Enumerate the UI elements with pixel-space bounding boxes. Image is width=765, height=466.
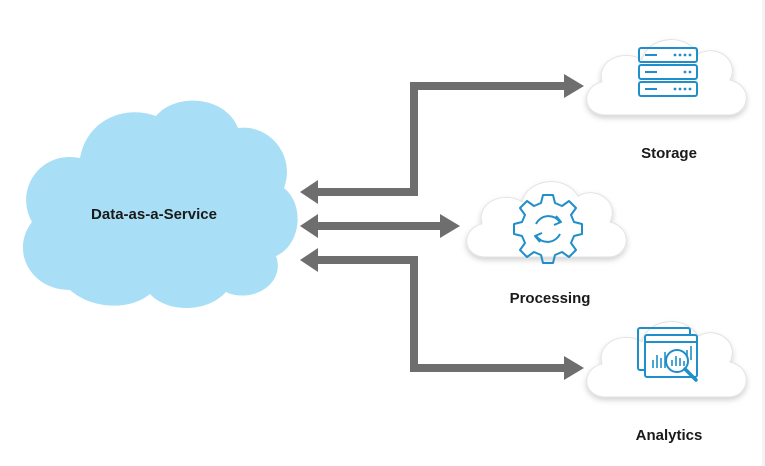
right-edge-strip	[762, 0, 765, 466]
analytics-label: Analytics	[636, 427, 703, 444]
arrowhead-analytics	[564, 356, 584, 380]
analytics-node: Analytics	[586, 321, 747, 444]
chart-magnifier-icon	[637, 327, 698, 382]
center-label: Data-as-a-Service	[91, 206, 217, 223]
arrowhead-storage	[564, 74, 584, 98]
storage-node: Storage	[586, 39, 747, 162]
gear-sync-icon	[513, 194, 583, 264]
arrow-to-analytics	[310, 256, 568, 372]
processing-label: Processing	[510, 290, 591, 307]
connector-arrows	[300, 74, 584, 380]
processing-node: Processing	[466, 181, 627, 307]
arrowhead-center-top	[300, 180, 318, 204]
arrowhead-center-bottom	[300, 248, 318, 272]
data-as-a-service-cloud: Data-as-a-Service	[22, 100, 298, 308]
storage-cloud	[586, 39, 747, 116]
server-stack-icon	[638, 47, 698, 97]
arrowhead-processing	[440, 214, 460, 238]
processing-cloud	[466, 181, 627, 258]
arrowhead-center-middle	[300, 214, 318, 238]
storage-label: Storage	[641, 145, 697, 162]
arrow-to-storage	[310, 82, 568, 196]
